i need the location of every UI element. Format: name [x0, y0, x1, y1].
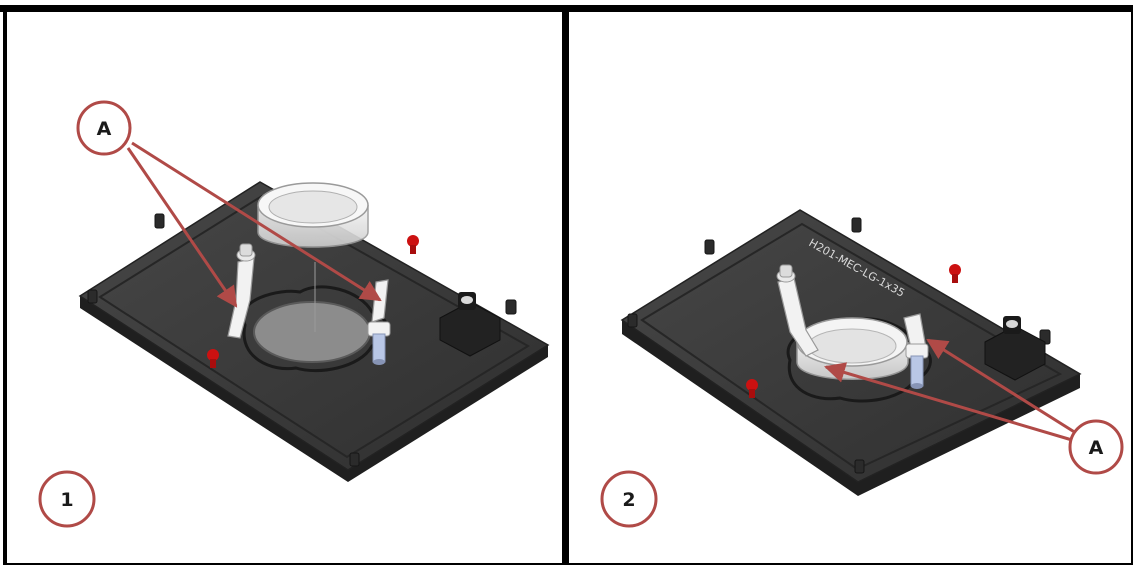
step-number: 2 — [622, 489, 635, 511]
callout-label: A — [1089, 437, 1104, 459]
dish-well-glass — [254, 302, 370, 362]
top-border — [0, 5, 1133, 12]
step-badge-1: 1 — [40, 472, 94, 526]
step-number: 1 — [60, 489, 73, 511]
panel-divider — [562, 7, 569, 565]
petri-dish-lifted — [258, 183, 368, 247]
callout-label: A — [97, 118, 112, 140]
step-badge-2: 2 — [602, 472, 656, 526]
